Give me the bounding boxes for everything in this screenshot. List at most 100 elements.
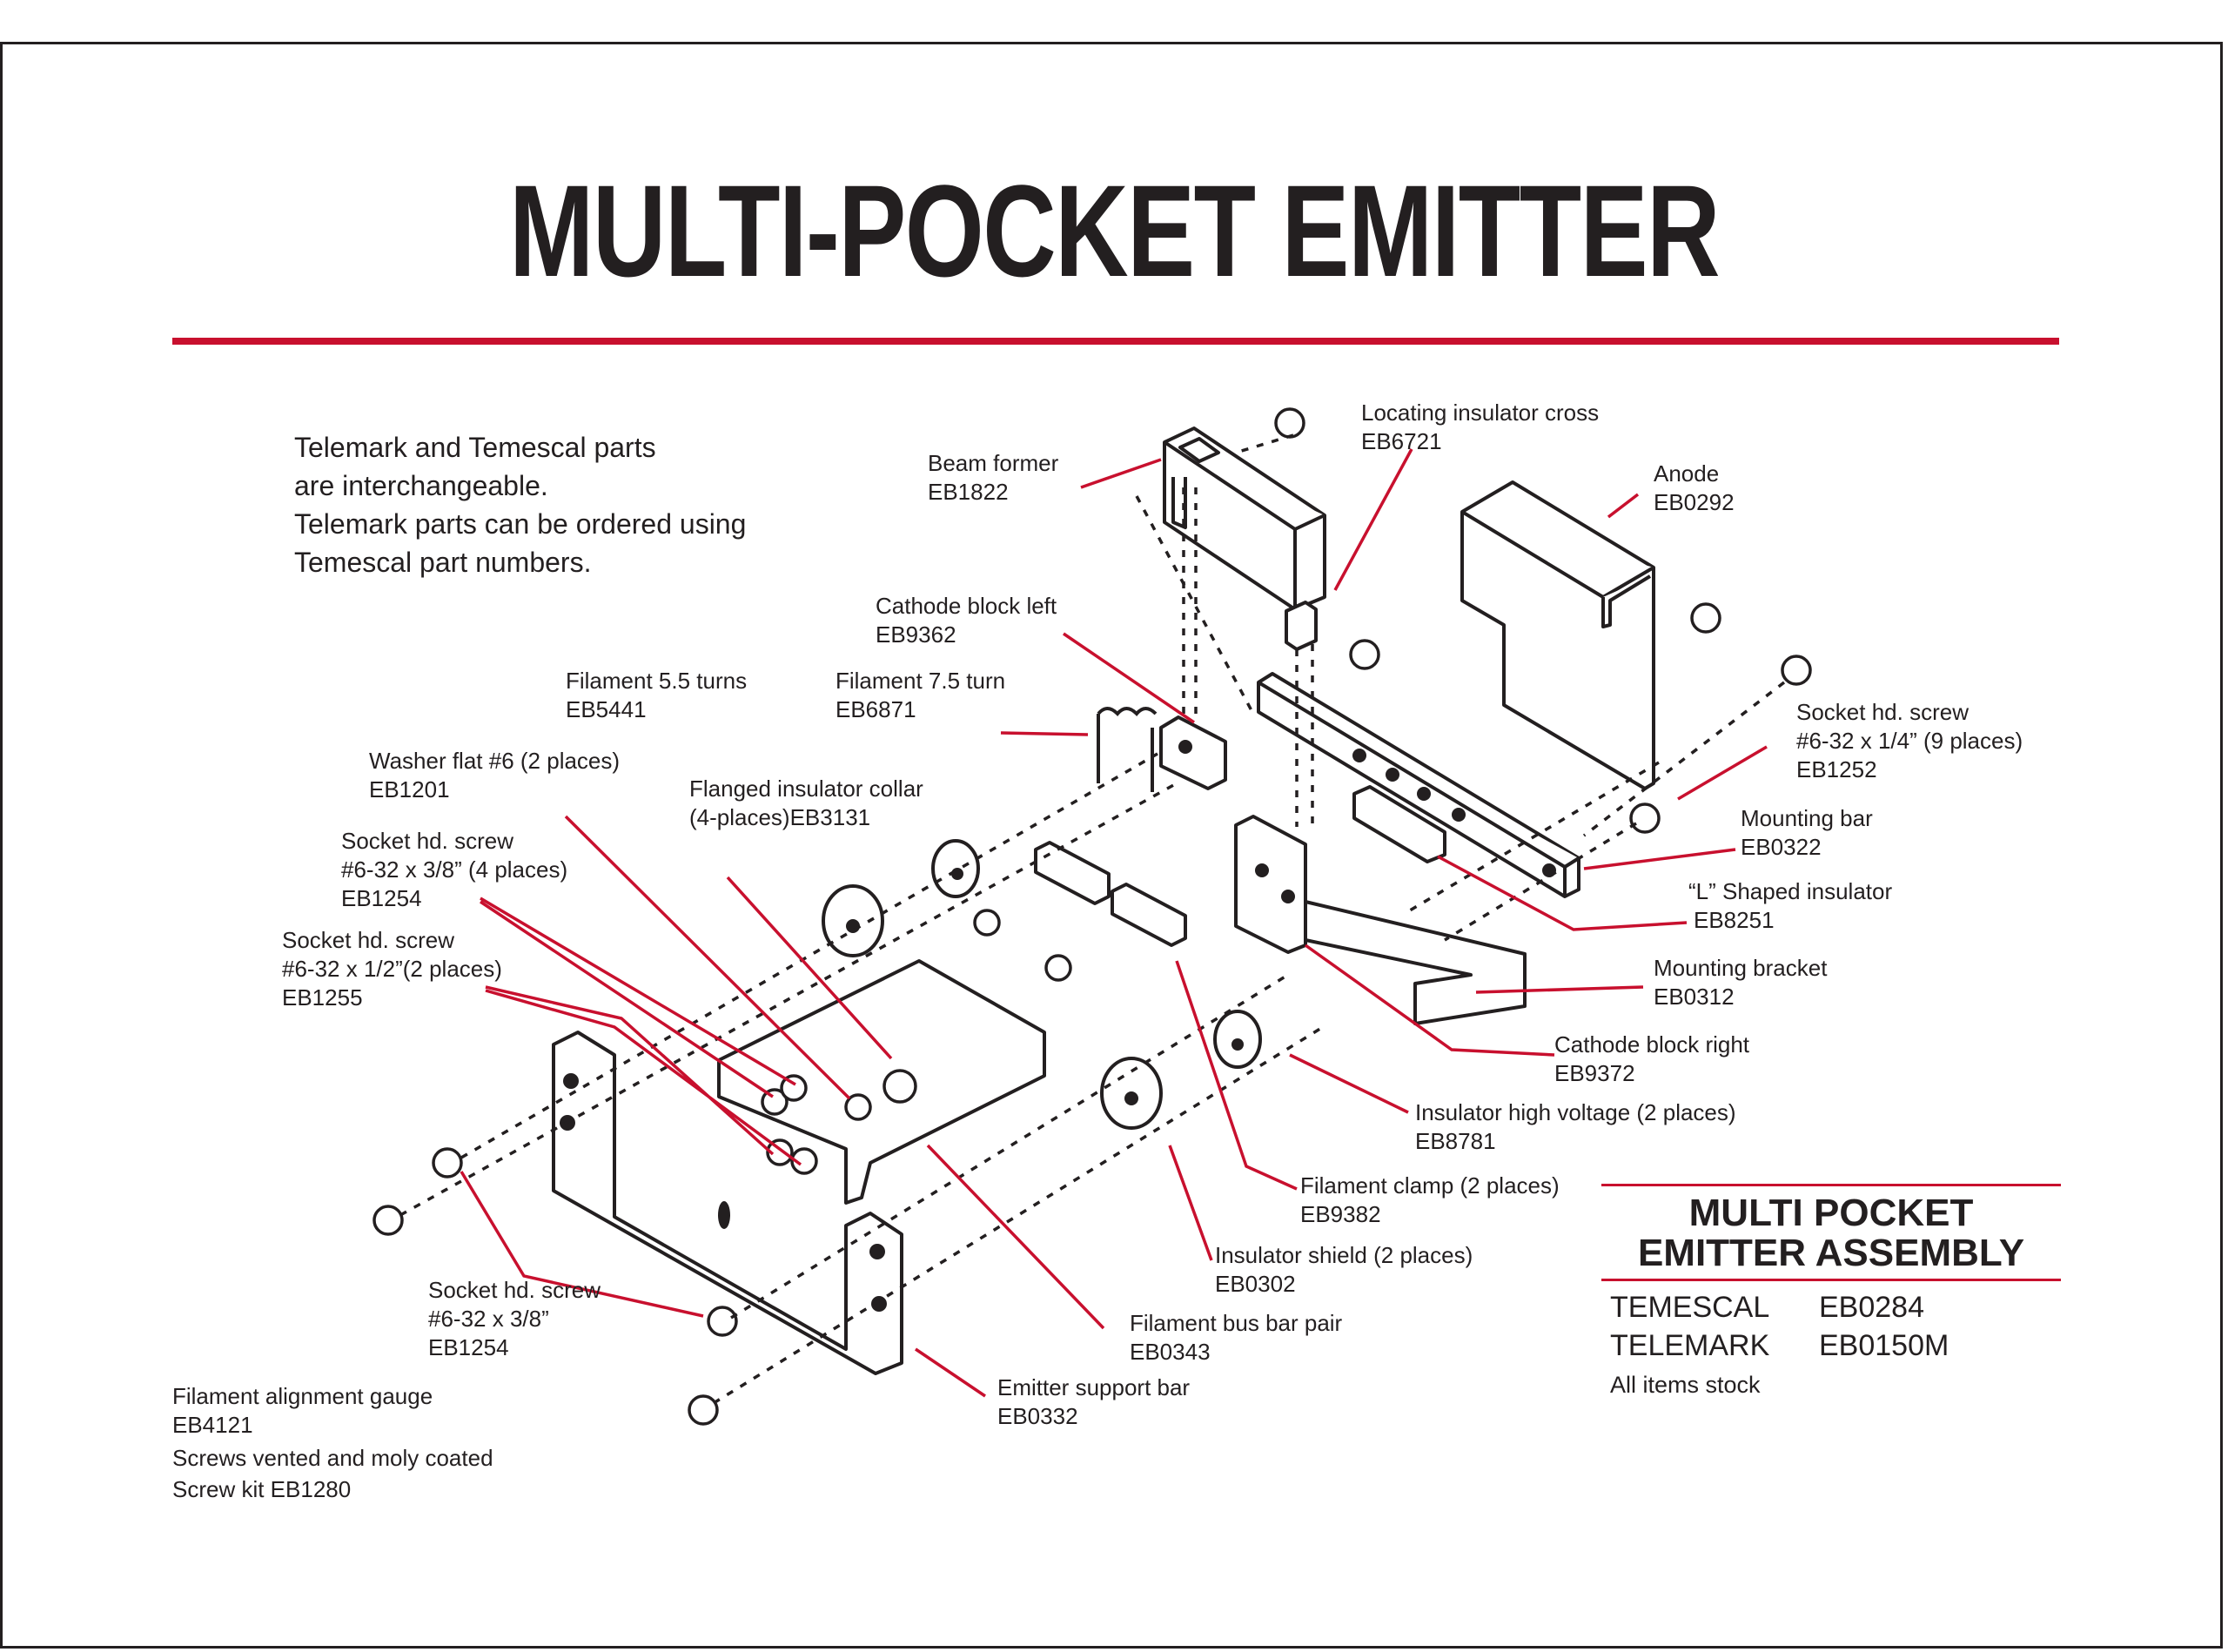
- part-spec: #6-32 x 3/8” (4 places): [341, 856, 568, 883]
- leader-cathode-left: [1063, 632, 1195, 724]
- leader-locating-insulator: [1333, 448, 1413, 591]
- part-name: Cathode block right: [1554, 1031, 1750, 1058]
- cathode-block-left-part: [1159, 715, 1227, 790]
- screw-part: [1781, 655, 1812, 686]
- screws-note: Screws vented and moly coated: [172, 1445, 493, 1471]
- assembly-heading-line: EMITTER ASSEMBLY: [1637, 1232, 2025, 1274]
- part-number: EB5441: [566, 696, 647, 722]
- leader-washer: [564, 815, 851, 1100]
- intro-line: Telemark parts can be ordered using: [294, 508, 747, 540]
- part-name: Washer flat #6 (2 places): [369, 748, 621, 774]
- screw-part: [1690, 602, 1721, 634]
- divider: [1601, 1279, 2061, 1281]
- screw-kit-note: Screw kit EB1280: [172, 1476, 352, 1502]
- assembly-heading: MULTI POCKET EMITTER ASSEMBLY: [1601, 1186, 2061, 1279]
- label-insulator-high-voltage: Insulator high voltage (2 places) EB8781: [1415, 1098, 1736, 1156]
- label-insulator-shield: Insulator shield (2 places) EB0302: [1215, 1241, 1473, 1299]
- part-number: EB0312: [1654, 984, 1735, 1010]
- part-name: Insulator shield (2 places): [1215, 1242, 1473, 1268]
- leader-insulator-hv: [1289, 1053, 1409, 1114]
- filament-bus-bar-part: [717, 959, 1046, 1205]
- leader-filament-clamp: [1175, 960, 1298, 1191]
- assembly-part-number: EB0284: [1819, 1291, 1924, 1324]
- intro-line: are interchangeable.: [294, 470, 548, 501]
- label-washer-flat: Washer flat #6 (2 places) EB1201: [369, 747, 620, 804]
- label-filament-7-5: Filament 7.5 turn EB6871: [836, 667, 1005, 724]
- leader-collar: [726, 876, 893, 1060]
- part-spec: #6-32 x 1/2”(2 places): [282, 956, 502, 982]
- part-name: Cathode block left: [876, 593, 1057, 619]
- mounting-bar-part: [1257, 672, 1580, 898]
- leader-cathode-right: [1304, 944, 1555, 1057]
- leader-socket-screw-9: [1677, 745, 1768, 801]
- leader-socket-screw-2: [485, 985, 802, 1166]
- leader-bus-bar: [926, 1144, 1105, 1330]
- label-filament-clamp: Filament clamp (2 places) EB9382: [1300, 1172, 1560, 1229]
- leader-insulator-shield: [1168, 1145, 1213, 1261]
- part-spec: #6-32 x 1/4” (9 places): [1796, 728, 2023, 754]
- emitter-support-bar-part: [552, 1031, 903, 1375]
- part-name: Anode: [1654, 460, 1720, 487]
- divider: [1601, 1184, 2061, 1186]
- filament-clamp-part: [1111, 883, 1187, 947]
- screw-part: [432, 1147, 463, 1179]
- part-spec: #6-32 x 3/8”: [428, 1306, 549, 1332]
- leader-socket-screw-38: [460, 1171, 704, 1318]
- assembly-part-number: EB0150M: [1819, 1329, 1950, 1362]
- part-number: EB1254: [428, 1334, 509, 1360]
- leader-mounting-bracket: [1475, 985, 1644, 994]
- label-socket-screw-3-8-4places: Socket hd. screw #6-32 x 3/8” (4 places)…: [341, 827, 567, 913]
- part-number: EB0332: [997, 1403, 1078, 1429]
- page-border: [0, 42, 2223, 1649]
- part-name: Filament 7.5 turn: [836, 668, 1006, 694]
- label-socket-screw-half: Socket hd. screw #6-32 x 1/2”(2 places) …: [282, 926, 502, 1012]
- part-number: EB9372: [1554, 1060, 1635, 1086]
- label-filament-bus-bar-pair: Filament bus bar pair EB0343: [1130, 1309, 1342, 1367]
- screw-part: [761, 1088, 789, 1116]
- part-name: Beam former: [928, 450, 1059, 476]
- title-divider: [172, 338, 2059, 345]
- part-name: Socket hd. screw: [428, 1277, 601, 1303]
- filament-clamp-part: [1034, 841, 1111, 905]
- part-name: Emitter support bar: [997, 1374, 1191, 1400]
- mounting-bracket-part: [1304, 900, 1527, 1025]
- label-anode: Anode EB0292: [1654, 460, 1735, 517]
- screw-part: [1629, 802, 1661, 834]
- part-name: Insulator high voltage (2 places): [1415, 1099, 1736, 1125]
- label-cathode-block-right: Cathode block right EB9372: [1554, 1031, 1749, 1088]
- label-beam-former: Beam former EB1822: [928, 449, 1058, 507]
- filament-coil-part: [1097, 707, 1158, 792]
- part-name: Filament clamp (2 places): [1300, 1172, 1560, 1199]
- label-l-shaped-insulator: “L” Shaped insulator EB8251: [1688, 877, 1892, 935]
- screw-part: [1349, 639, 1380, 670]
- screw-part: [973, 909, 1001, 937]
- washer-part: [844, 1093, 872, 1121]
- l-shaped-insulator-part: [1352, 785, 1446, 863]
- assembly-row: TEMESCAL EB0284: [1601, 1288, 2061, 1326]
- label-socket-screw-3-8: Socket hd. screw #6-32 x 3/8” EB1254: [428, 1276, 601, 1362]
- screw-part: [1274, 407, 1305, 439]
- screw-part: [688, 1394, 719, 1426]
- part-number: EB0322: [1741, 834, 1822, 860]
- part-name: “L” Shaped insulator: [1688, 878, 1893, 904]
- part-number: EB1255: [282, 984, 363, 1011]
- footnotes: Filament alignment gauge EB4121 Screws v…: [172, 1382, 493, 1504]
- leader-beam-former: [1080, 458, 1162, 489]
- leader-l-insulator: [1437, 855, 1688, 931]
- part-number: EB6721: [1361, 428, 1442, 454]
- beam-former-part: [1163, 426, 1326, 611]
- part-number: EB1254: [341, 885, 422, 911]
- part-name: Flanged insulator collar: [689, 776, 923, 802]
- part-number: EB0302: [1215, 1271, 1296, 1297]
- interchangeability-note: Telemark and Temescal parts are intercha…: [294, 428, 746, 581]
- part-number: (4-places)EB3131: [689, 804, 871, 830]
- part-name: Locating insulator cross: [1361, 400, 1600, 426]
- anode-part: [1460, 480, 1655, 790]
- label-mounting-bracket: Mounting bracket EB0312: [1654, 954, 1827, 1011]
- part-number: EB6871: [836, 696, 916, 722]
- flanged-collar-part: [882, 1069, 917, 1104]
- screw-part: [780, 1074, 808, 1102]
- part-number: EB8251: [1694, 907, 1775, 933]
- leader-socket-screw-4: [480, 897, 796, 1098]
